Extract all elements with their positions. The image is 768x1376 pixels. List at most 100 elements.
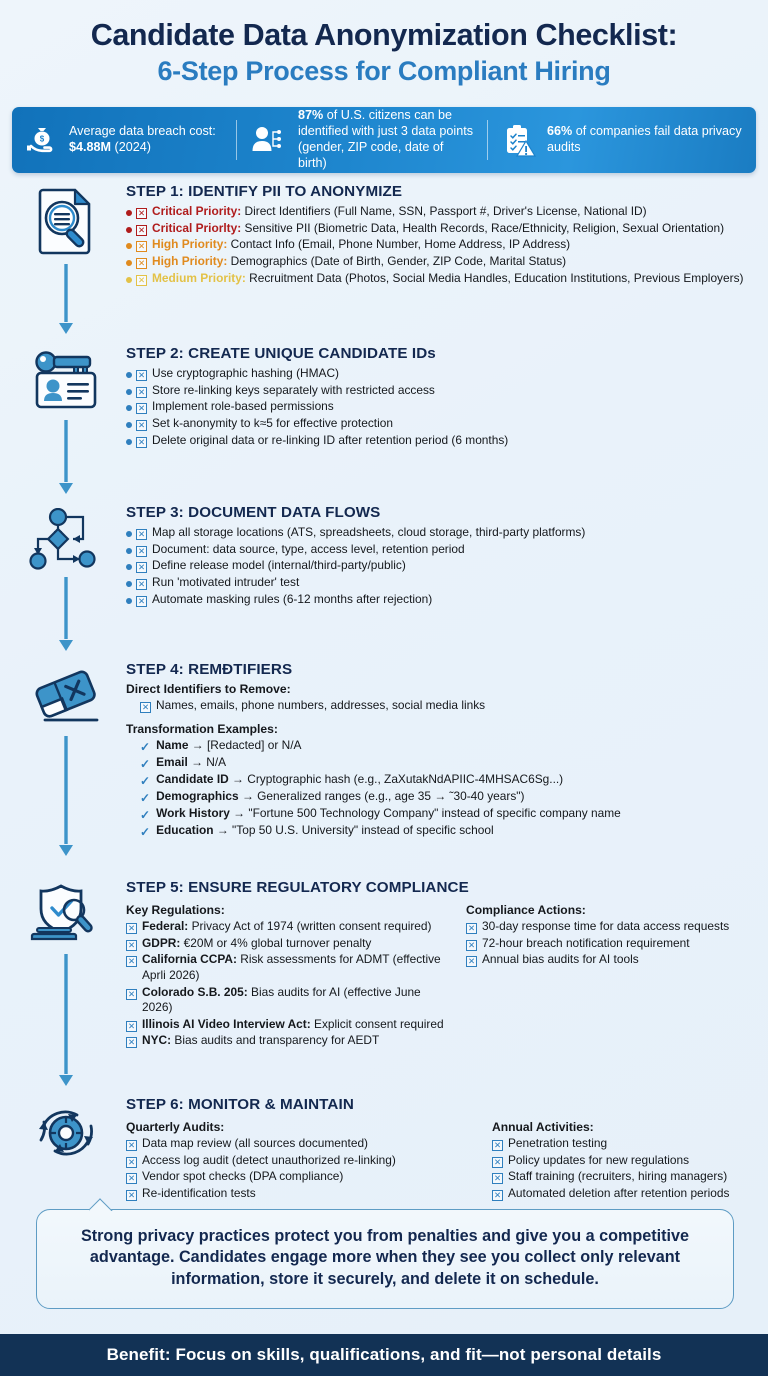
- item-text: €20M or 4% global turnover penalty: [180, 935, 372, 950]
- item-text: Use cryptographic hashing (HMAC): [152, 366, 340, 381]
- summary-callout: Strong privacy practices protect you fro…: [36, 1208, 734, 1310]
- checkbox-icon[interactable]: ✕: [136, 241, 147, 253]
- step-1-title: STEP 1: IDENTIFY PII TO ANONYMIZE: [126, 183, 403, 201]
- item-text: Demographics (Date of Birth, Gender, ZIP…: [227, 253, 567, 268]
- remove-list: ✕Names, emails, phone numbers, addresses…: [126, 698, 760, 714]
- callout-pointer: [89, 1198, 113, 1211]
- item-text: Direct Identifiers (Full Name, SSN, Pass…: [241, 204, 647, 219]
- stat-data-breach-cost: $ Average data breach cost: $4.88M (2024…: [12, 107, 236, 173]
- list-item: ✕ Annual bias audits for AI tools: [466, 952, 760, 968]
- transform-label: Name: [156, 737, 189, 752]
- checkbox-icon[interactable]: ✕: [126, 988, 137, 1000]
- step-5: STEP 5: ENSURE REGULATORY COMPLIANCE Key…: [0, 875, 768, 1092]
- checkbox-icon[interactable]: ✕: [126, 1189, 137, 1201]
- item-text: Staff training (recruiters, hiring manag…: [508, 1169, 728, 1184]
- checkbox-icon[interactable]: ✕: [466, 956, 477, 968]
- step-3-body: STEP 3: DOCUMENT DATA FLOWS ✕Map all sto…: [112, 500, 760, 657]
- regulation-label: NYC:: [142, 1033, 172, 1048]
- step-5-title: STEP 5: ENSURE REGULATORY COMPLIANCE: [126, 879, 469, 897]
- item-text: Run 'motivated intruder' test: [152, 574, 300, 589]
- list-item: ✕Automated deletion after retention peri…: [492, 1186, 760, 1202]
- checkbox-icon[interactable]: ✕: [136, 529, 147, 541]
- step-2-connector: [20, 418, 112, 500]
- compliance-actions-subhead: Compliance Actions:: [466, 903, 586, 918]
- checkbox-icon[interactable]: ✕: [126, 1037, 137, 1049]
- step-6-title: STEP 6: MONITOR & MAINTAIN: [126, 1096, 354, 1114]
- priority-label: Medium Priority:: [152, 270, 246, 285]
- title-line-2: 6-Step Process for Compliant Hiring: [157, 55, 611, 86]
- step-3-rail: [20, 500, 112, 657]
- item-text: → Generalized ranges (e.g., age 35 → ˜30…: [238, 788, 525, 803]
- step-1-connector: [20, 262, 112, 341]
- item-text: Annual bias audits for AI tools: [482, 952, 639, 967]
- checkbox-icon[interactable]: ✕: [140, 702, 151, 714]
- regulations-list: ✕Federal: Privacy Act of 1974 (written c…: [126, 919, 452, 1049]
- checkbox-icon[interactable]: ✕: [126, 1156, 137, 1168]
- list-item: ✓Name → [Redacted] or N/A: [140, 738, 760, 754]
- checkbox-icon[interactable]: ✕: [492, 1156, 503, 1168]
- checkbox-icon[interactable]: ✕: [136, 436, 147, 448]
- quarterly-audits-list: ✕Data map review (all sources documented…: [126, 1136, 478, 1201]
- checkbox-icon[interactable]: ✕: [126, 1173, 137, 1185]
- stat-text: 87% of U.S. citizens can be identified w…: [298, 108, 474, 171]
- checkbox-icon[interactable]: ✕: [136, 257, 147, 269]
- checkbox-icon[interactable]: ✕: [126, 1140, 137, 1152]
- item-text: → [Redacted] or N/A: [188, 737, 302, 752]
- item-text: Recruitment Data (Photos, Social Media H…: [245, 270, 744, 285]
- list-item: ✓Education → "Top 50 U.S. University" in…: [140, 823, 760, 839]
- checkbox-icon[interactable]: ✕: [126, 939, 137, 951]
- checkbox-icon[interactable]: ✕: [136, 403, 147, 415]
- checkbox-icon[interactable]: ✕: [136, 419, 147, 431]
- checkbox-icon[interactable]: ✕: [136, 578, 147, 590]
- checkbox-icon[interactable]: ✕: [136, 545, 147, 557]
- check-icon: ✓: [140, 790, 151, 805]
- monitor-cycle-icon: [29, 1096, 103, 1175]
- list-item: ✕Federal: Privacy Act of 1974 (written c…: [126, 919, 452, 935]
- checkbox-icon[interactable]: ✕: [136, 595, 147, 607]
- bullet-dot: [126, 226, 132, 233]
- transformation-subhead: Transformation Examples:: [126, 721, 278, 736]
- checkbox-icon[interactable]: ✕: [466, 923, 477, 935]
- list-item: ✕GDPR: €20M or 4% global turnover penalt…: [126, 936, 452, 952]
- checkbox-icon[interactable]: ✕: [492, 1140, 503, 1152]
- bullet-dot: [126, 438, 132, 445]
- bullet-dot: [126, 388, 132, 395]
- transform-label: Education: [156, 822, 214, 837]
- key-id-card-icon: [29, 345, 103, 418]
- checkbox-icon[interactable]: ✕: [136, 274, 147, 286]
- transform-list: ✓Name → [Redacted] or N/A ✓Email → N/A ✓…: [126, 738, 760, 839]
- checkbox-icon[interactable]: ✕: [136, 224, 147, 236]
- regulation-label: California CCPA:: [142, 952, 237, 967]
- quarterly-audits-column: Quarterly Audits: ✕Data map review (all …: [126, 1117, 478, 1202]
- stat-divider-1: [236, 120, 237, 161]
- transform-label: Candidate ID: [156, 771, 229, 786]
- checkbox-icon[interactable]: ✕: [126, 923, 137, 935]
- checkbox-icon[interactable]: ✕: [492, 1173, 503, 1185]
- step-5-rail: [20, 875, 112, 1092]
- item-text: Bias audits for AI (effective June 2026): [142, 984, 421, 1015]
- checkbox-icon[interactable]: ✕: [136, 208, 147, 220]
- step-6-columns: Quarterly Audits: ✕Data map review (all …: [126, 1117, 760, 1202]
- step-5-columns: Key Regulations: ✕Federal: Privacy Act o…: [126, 900, 760, 1050]
- bullet-dot: [126, 372, 132, 379]
- item-text: Privacy Act of 1974 (written consent req…: [188, 919, 432, 934]
- step-5-connector: [20, 952, 112, 1092]
- flowchart-icon: [29, 508, 103, 575]
- checkbox-icon[interactable]: ✕: [126, 956, 137, 968]
- list-item: ✕Implement role-based permissions: [126, 399, 760, 415]
- item-text: Store re-linking keys separately with re…: [152, 382, 435, 397]
- checkbox-icon[interactable]: ✕: [136, 562, 147, 574]
- checkbox-icon[interactable]: ✕: [466, 939, 477, 951]
- checkbox-icon[interactable]: ✕: [136, 370, 147, 382]
- item-text: Delete original data or re-linking ID af…: [152, 432, 509, 447]
- item-text: Vendor spot checks (DPA compliance): [142, 1169, 344, 1184]
- list-item: ✕Define release model (internal/third-pa…: [126, 558, 760, 574]
- item-text: Document: data source, type, access leve…: [152, 541, 465, 556]
- list-item: ✕High Priority: Contact Info (Email, Pho…: [126, 237, 760, 253]
- list-item: ✕Data map review (all sources documented…: [126, 1136, 478, 1152]
- stat-reidentification: 87% of U.S. citizens can be identified w…: [237, 107, 487, 173]
- money-bag-hand-icon: $: [24, 122, 60, 158]
- checkbox-icon[interactable]: ✕: [136, 386, 147, 398]
- checkbox-icon[interactable]: ✕: [126, 1020, 137, 1032]
- checkbox-icon[interactable]: ✕: [492, 1189, 503, 1201]
